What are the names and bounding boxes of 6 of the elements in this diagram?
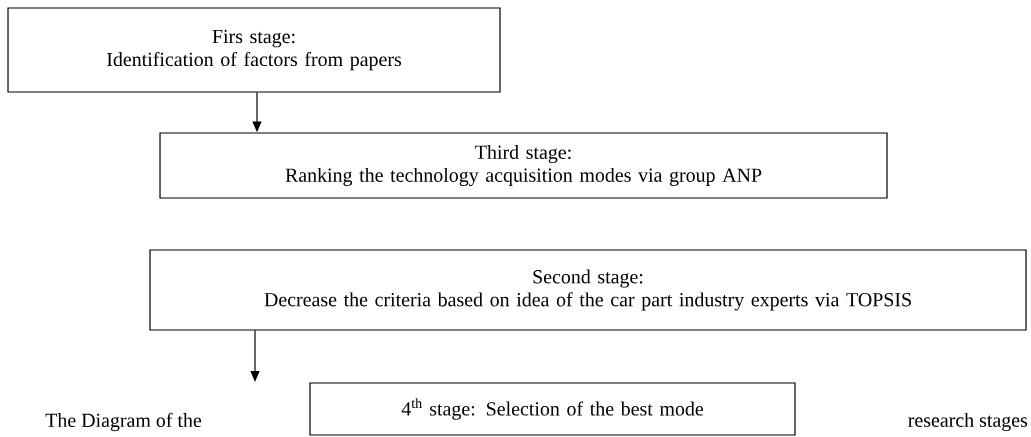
stage-box: Second stage: Decrease the criteria based on idea of the car part industry experts via TOPSIS (149, 249, 1027, 331)
stage-box: 4$^{th}$ stage: Selection of the best mode (309, 382, 796, 436)
stage-box: Firs stage: Identification of factors from papers (7, 7, 501, 93)
caption-text: research stages (908, 412, 1028, 432)
stage-box: Third stage: Ranking the technology acquisition modes via group ANP (159, 132, 888, 199)
caption-text: The Diagram of the (45, 412, 202, 432)
